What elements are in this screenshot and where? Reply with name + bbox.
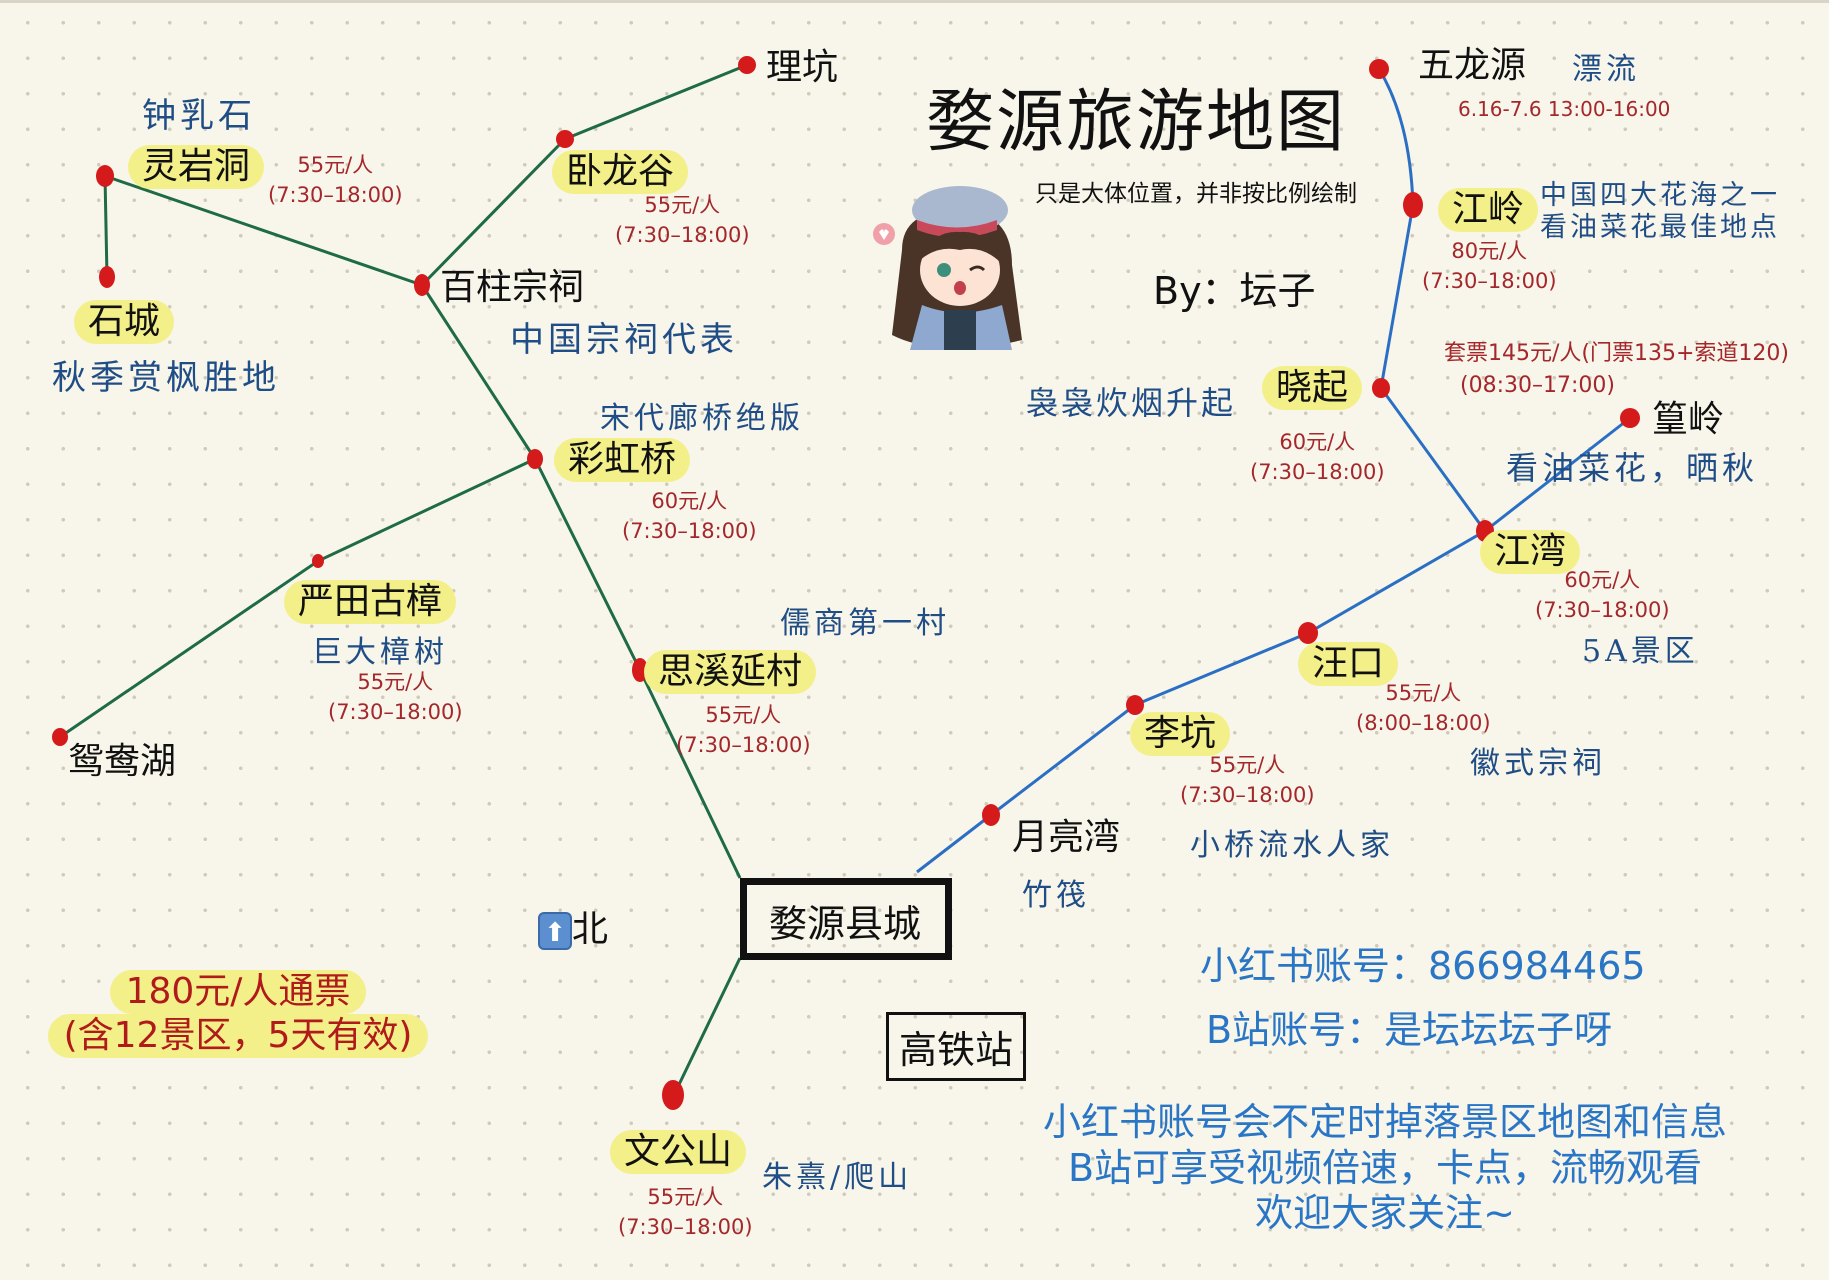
spot-wolonggu[interactable]: 卧龙谷 <box>552 150 689 194</box>
hours: (7:30–18:00) <box>1250 460 1385 485</box>
spot-note-caihongqiao: 宋代廊桥绝版 <box>600 401 804 436</box>
price: 55元/人 <box>1209 753 1286 777</box>
spot-note-jiangwan: 5A景区 <box>1582 634 1699 669</box>
avatar-illustration <box>873 186 1022 350</box>
county-box[interactable]: 婺源县城 <box>740 878 952 960</box>
hours: (7:30–18:00) <box>328 700 463 725</box>
spot-price-jiangwan: 60元/人 (7:30–18:00) <box>1535 565 1670 626</box>
price: 55元/人 <box>647 1185 724 1209</box>
note-line-2: 看油菜花最佳地点 <box>1540 212 1780 244</box>
spot-shicheng[interactable]: 石城 <box>74 300 175 344</box>
disclaimer: 只是大体位置，并非按比例绘制 <box>1035 181 1357 207</box>
spot-price-wangkou: 55元/人 (8:00–18:00) <box>1356 678 1491 739</box>
up-arrow-icon: ⬆ <box>538 912 572 950</box>
page-title: 婺源旅游地图 <box>926 83 1347 162</box>
follow-line-3: 欢迎大家关注~ <box>1255 1191 1515 1236</box>
follow-line-2: B站可享受视频倍速，卡点，流畅观看 <box>1067 1145 1703 1190</box>
spot-likeng-north[interactable]: 理坑 <box>766 47 839 88</box>
hours: (7:30–18:00) <box>1180 783 1315 808</box>
spot-yantian[interactable]: 严田古樟 <box>284 580 457 624</box>
hours: (7:30–18:00) <box>618 1215 753 1240</box>
spot-note-jiangling: 中国四大花海之一 看油菜花最佳地点 <box>1540 180 1780 245</box>
price: 60元/人 <box>651 489 728 513</box>
spot-note-lingyandong: 钟乳石 <box>142 96 256 136</box>
spot-note-huangling: 看油菜花，晒秋 <box>1506 449 1759 487</box>
spot-price-jiangling: 80元/人 (7:30–18:00) <box>1422 236 1557 297</box>
hours: (08:30–17:00) <box>1460 372 1615 398</box>
spot-price-huangling: 套票145元/人(门票135+索道120) (08:30–17:00) <box>1444 338 1789 402</box>
spot-note-sixi: 儒商第一村 <box>780 606 950 641</box>
price: 套票145元/人(门票135+索道120) <box>1444 341 1789 366</box>
spot-baizhu[interactable]: 百柱宗祠 <box>440 267 585 308</box>
spot-note-wangkou: 徽式宗祠 <box>1470 746 1606 781</box>
bilibili-account: B站账号：是坛坛坛子呀 <box>1206 1008 1613 1052</box>
hours: (8:00–18:00) <box>1356 711 1491 736</box>
spot-price-yantian: 55元/人 (7:30–18:00) <box>328 667 463 728</box>
pass-ticket: 180元/人通票 (含12景区，5天有效) <box>28 970 448 1058</box>
follow-message: 小红书账号会不定时掉落景区地图和信息 B站可享受视频倍速，卡点，流畅观看 欢迎大… <box>1010 1100 1760 1237</box>
follow-line-1: 小红书账号会不定时掉落景区地图和信息 <box>1042 1100 1727 1144</box>
price: 55元/人 <box>644 193 721 217</box>
hours: (7:30–18:00) <box>676 733 811 758</box>
spot-sixi[interactable]: 思溪延村 <box>644 650 817 694</box>
spot-note-xiaoqi: 袅袅炊烟升起 <box>1026 384 1237 422</box>
spot-price-likeng: 55元/人 (7:30–18:00) <box>1180 750 1315 811</box>
hours: (7:30–18:00) <box>268 183 403 208</box>
spot-note-likeng: 小桥流水人家 <box>1190 828 1394 863</box>
rail-station-box[interactable]: 高铁站 <box>886 1012 1027 1081</box>
spot-wangkou[interactable]: 汪口 <box>1298 642 1399 686</box>
spot-note-wengongshan: 朱熹/爬山 <box>762 1160 913 1195</box>
price: 55元/人 <box>357 670 434 694</box>
spot-price-lingyandong: 55元/人 (7:30–18:00) <box>268 150 403 211</box>
note-line-1: 中国四大花海之一 <box>1540 180 1780 211</box>
price: 60元/人 <box>1564 568 1641 592</box>
hours: (7:30–18:00) <box>1535 598 1670 623</box>
price: 55元/人 <box>297 153 374 177</box>
author-byline: By：坛子 <box>1153 269 1316 313</box>
spot-note-wulongyuan: 漂流 <box>1572 52 1640 87</box>
rail-station-label: 高铁站 <box>899 1028 1014 1072</box>
spot-likeng[interactable]: 李坑 <box>1130 712 1231 756</box>
spot-note-yueliangwan: 竹筏 <box>1022 878 1090 913</box>
spot-note-baizhu: 中国宗祠代表 <box>510 320 738 360</box>
compass: ⬆北 <box>538 900 608 952</box>
spot-jiangwan[interactable]: 江湾 <box>1480 530 1581 574</box>
spot-note-shicheng: 秋季赏枫胜地 <box>52 358 280 398</box>
spot-jiangling[interactable]: 江岭 <box>1438 188 1539 232</box>
spot-caihongqiao[interactable]: 彩虹桥 <box>554 438 691 482</box>
spot-price-sixi: 55元/人 (7:30–18:00) <box>676 700 811 761</box>
county-label: 婺源县城 <box>769 902 922 946</box>
hours: (7:30–18:00) <box>622 519 757 544</box>
pass-details: (含12景区，5天有效) <box>47 1013 429 1058</box>
spot-yueliangwan[interactable]: 月亮湾 <box>1012 817 1121 858</box>
hours: (7:30–18:00) <box>615 223 750 248</box>
spot-hours-wulongyuan: 6.16-7.6 13:00-16:00 <box>1458 97 1671 121</box>
pass-price: 180元/人通票 <box>109 970 367 1014</box>
north-label: 北 <box>572 909 609 950</box>
spot-price-xiaoqi: 60元/人 (7:30–18:00) <box>1250 427 1385 488</box>
spot-lingyandong[interactable]: 灵岩洞 <box>128 145 265 189</box>
spot-yuanyanghu[interactable]: 鸳鸯湖 <box>68 741 177 782</box>
price: 60元/人 <box>1279 430 1356 454</box>
spot-wulongyuan[interactable]: 五龙源 <box>1418 45 1527 86</box>
price: 55元/人 <box>1385 681 1462 705</box>
spot-xiaoqi[interactable]: 晓起 <box>1262 366 1363 410</box>
spot-price-caihongqiao: 60元/人 (7:30–18:00) <box>622 486 757 547</box>
xiaohongshu-account: 小红书账号：866984465 <box>1200 944 1646 988</box>
price: 80元/人 <box>1451 239 1528 263</box>
spot-wengongshan[interactable]: 文公山 <box>610 1130 747 1174</box>
spot-price-wolonggu: 55元/人 (7:30–18:00) <box>615 190 750 251</box>
spot-price-wengongshan: 55元/人 (7:30–18:00) <box>618 1182 753 1243</box>
spot-huangling[interactable]: 篁岭 <box>1652 399 1725 440</box>
hours: (7:30–18:00) <box>1422 269 1557 294</box>
price: 55元/人 <box>705 703 782 727</box>
top-border <box>0 0 1829 3</box>
spot-note-yantian: 巨大樟树 <box>312 635 448 670</box>
